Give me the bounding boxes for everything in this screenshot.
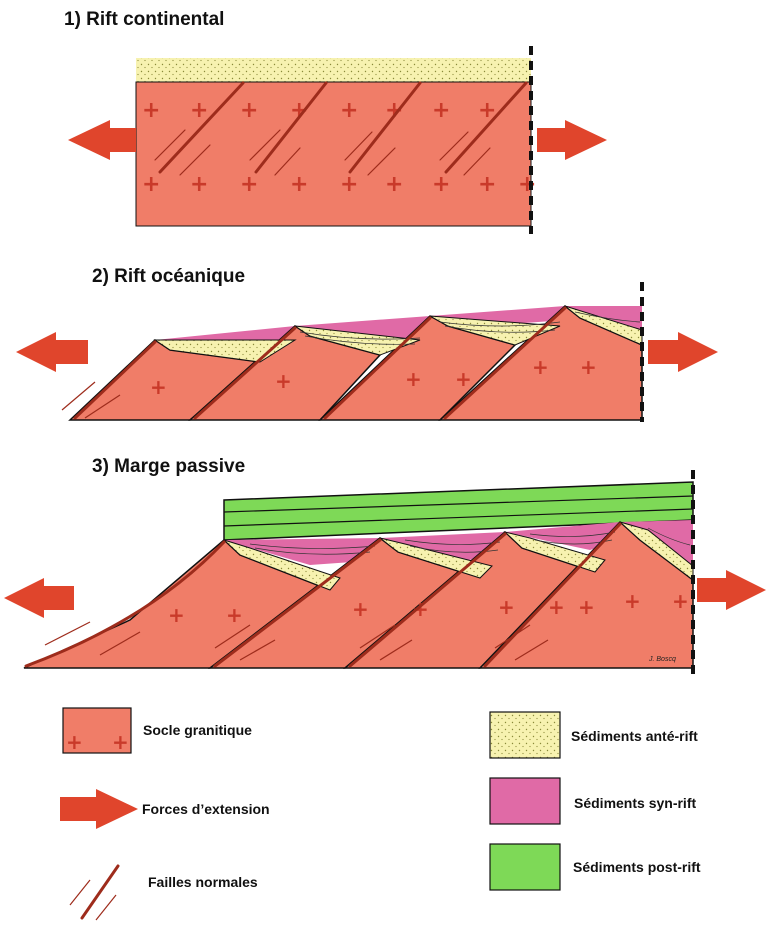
legend-granite-label: Socle granitique — [143, 722, 252, 738]
panel-marge-passive: 3) Marge passive — [4, 456, 766, 676]
ante-rift-3-1 — [223, 539, 341, 591]
svg-text:+: + — [190, 172, 208, 197]
legend-ante-rift-label: Sédiments anté-rift — [571, 728, 698, 744]
extension-arrow-right — [537, 120, 607, 160]
extension-arrow-right-3 — [697, 570, 766, 610]
ante-rift-3-4 — [619, 521, 694, 582]
panel-3-title: 3) Marge passive — [92, 456, 245, 477]
svg-text:+: + — [518, 172, 536, 197]
legend-granite: + + Socle granitique — [62, 707, 252, 754]
svg-text:+: + — [578, 595, 595, 619]
legend-faults-label: Failles normales — [148, 874, 258, 890]
svg-text:+: + — [290, 172, 308, 197]
ante-rift-wedge-1 — [153, 339, 297, 363]
svg-text:+: + — [580, 355, 597, 379]
extension-arrow-right-2 — [648, 332, 718, 372]
svg-text:+: + — [624, 589, 641, 613]
legend-ante-rift: Sédiments anté-rift — [489, 711, 698, 759]
svg-text:+: + — [385, 98, 403, 123]
svg-text:+: + — [385, 172, 403, 197]
svg-text:+: + — [352, 597, 369, 621]
svg-text:+: + — [240, 172, 258, 197]
normal-faults-3 — [24, 522, 622, 668]
granite-crosses-2: + + + + + + — [150, 355, 597, 399]
legend-faults: Failles normales — [69, 864, 258, 921]
svg-text:+: + — [532, 355, 549, 379]
legend-post-rift-swatch — [489, 843, 561, 891]
svg-text:+: + — [340, 98, 358, 123]
svg-text:+: + — [340, 172, 358, 197]
granite-crosses: + + + + + + + + + + + + + + + + + — [142, 98, 536, 197]
svg-text:+: + — [66, 730, 83, 754]
panel-rift-continental: 1) Rift continental ++ ++ ++ ++ ++ ++ ++… — [64, 9, 607, 234]
svg-text:+: + — [478, 98, 496, 123]
legend-fault-icon — [80, 864, 120, 920]
legend-post-rift: Sédiments post-rift — [489, 843, 701, 891]
svg-text:+: + — [290, 98, 308, 123]
svg-text:+: + — [405, 367, 422, 391]
svg-text:+: + — [672, 589, 689, 613]
ante-rift-layer — [136, 58, 531, 82]
svg-text:+: + — [498, 595, 515, 619]
legend: + + Socle granitique Forces d’extension … — [60, 707, 701, 921]
extension-arrow-left-3 — [4, 578, 74, 618]
extension-arrow-left — [68, 120, 136, 160]
svg-text:+: + — [150, 375, 167, 399]
ante-rift-wedge-3 — [429, 315, 561, 346]
svg-text:+: + — [275, 369, 292, 393]
panel-2-title: 2) Rift océanique — [92, 266, 245, 287]
svg-text:+: + — [168, 603, 185, 627]
ante-rift-3-3 — [503, 531, 606, 573]
svg-text:+: + — [226, 603, 243, 627]
legend-syn-rift-swatch — [489, 777, 561, 825]
svg-text:+: + — [240, 98, 258, 123]
syn-rift-laminations — [299, 311, 641, 345]
svg-text:+: + — [478, 172, 496, 197]
syn-rift-3-1 — [224, 538, 380, 565]
legend-post-rift-label: Sédiments post-rift — [573, 859, 701, 875]
normal-faults — [154, 81, 528, 176]
svg-text:+: + — [112, 730, 129, 754]
svg-text:+: + — [455, 367, 472, 391]
legend-force-label: Forces d’extension — [142, 801, 270, 817]
panel-rift-oceanique: 2) Rift océanique + + + + + + — [16, 266, 718, 422]
legend-syn-rift-label: Sédiments syn-rift — [574, 795, 696, 811]
svg-text:+: + — [548, 595, 565, 619]
syn-rift-3-2 — [380, 532, 505, 562]
syn-rift-laminations-3 — [249, 527, 691, 555]
extension-arrow-left-2 — [16, 332, 88, 372]
legend-syn-rift: Sédiments syn-rift — [489, 777, 696, 825]
svg-text:+: + — [432, 98, 450, 123]
svg-text:+: + — [190, 98, 208, 123]
svg-text:+: + — [142, 172, 160, 197]
granite-crosses-3: ++ ++ ++ ++ + — [168, 589, 689, 627]
legend-granite-swatch — [62, 707, 132, 754]
legend-ante-rift-swatch — [489, 711, 561, 759]
legend-force-arrow-icon — [60, 789, 138, 829]
author-credit: J. Boscq — [648, 656, 676, 663]
svg-text:+: + — [432, 172, 450, 197]
legend-force: Forces d’extension — [60, 789, 270, 829]
normal-faults-2 — [73, 306, 567, 420]
svg-text:+: + — [142, 98, 160, 123]
panel-1-title: 1) Rift continental — [64, 9, 224, 30]
